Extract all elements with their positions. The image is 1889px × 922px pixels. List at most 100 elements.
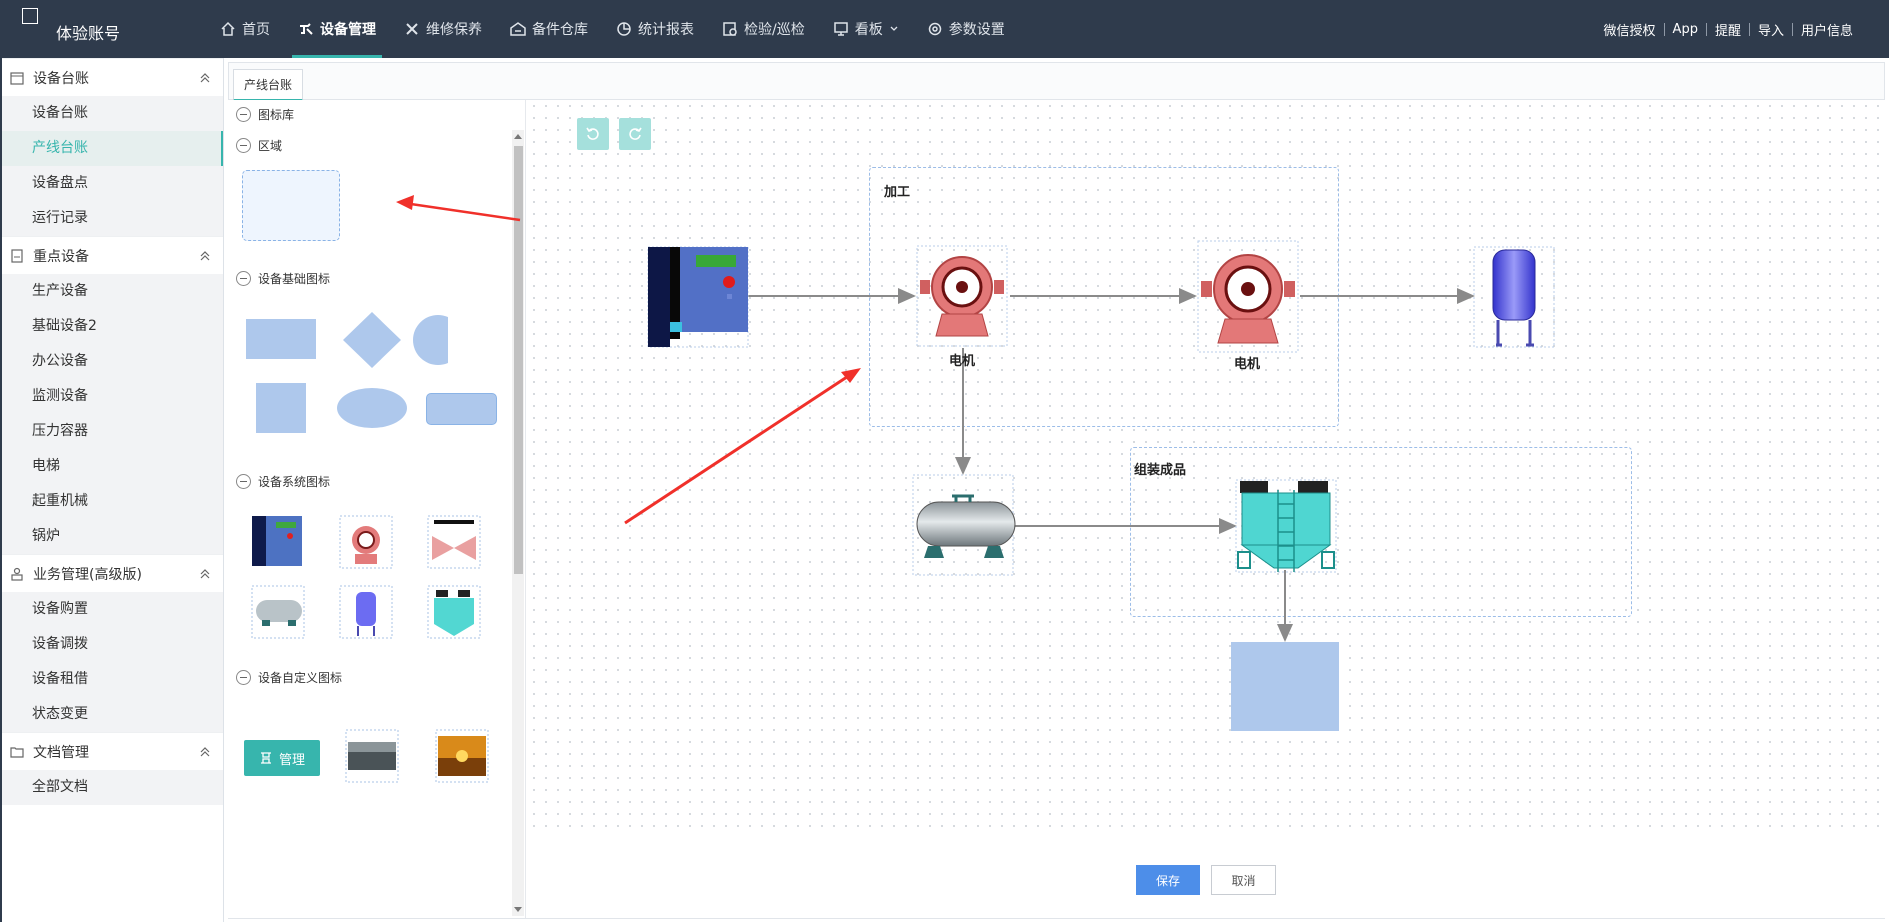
sidebar-item-lease[interactable]: 设备租借 — [2, 662, 223, 697]
tank-node[interactable] — [912, 474, 1016, 576]
palette-section-custom[interactable]: 设备自定义图标 — [236, 669, 342, 686]
sidebar-group-label: 设备台账 — [33, 70, 89, 87]
nav-board[interactable]: 看板 — [819, 0, 913, 58]
motor-node[interactable] — [1197, 240, 1299, 353]
manage-icon — [260, 752, 271, 764]
nav-reports[interactable]: 统计报表 — [602, 0, 708, 58]
divider — [1705, 22, 1707, 36]
sidebar-item-monitoring[interactable]: 监测设备 — [2, 379, 223, 414]
palette-section-system[interactable]: 设备系统图标 — [236, 473, 330, 490]
undo-button[interactable] — [577, 118, 609, 150]
reminder-link[interactable]: 提醒 — [1714, 23, 1741, 39]
sidebar-group-key-equipment[interactable]: 重点设备 — [2, 236, 223, 274]
stamp-icon — [11, 567, 23, 581]
palette-section-basic[interactable]: 设备基础图标 — [236, 270, 330, 287]
landscape-photo-thumb[interactable] — [345, 729, 399, 783]
sidebar-item-boiler[interactable]: 锅炉 — [2, 519, 223, 554]
divider — [1791, 22, 1793, 36]
ellipse-shape[interactable] — [337, 388, 407, 428]
collapse-icon — [236, 670, 251, 685]
sidebar-item-inventory[interactable]: 设备盘点 — [2, 166, 223, 201]
sidebar-item-purchase[interactable]: 设备购置 — [2, 592, 223, 627]
sidebar-item-elevator[interactable]: 电梯 — [2, 449, 223, 484]
system-icons — [251, 515, 481, 639]
nav-settings[interactable]: 参数设置 — [913, 0, 1019, 58]
cancel-button[interactable]: 取消 — [1211, 865, 1276, 895]
warehouse-icon — [510, 22, 526, 36]
app-link[interactable]: App — [1672, 21, 1698, 37]
region-assembly[interactable]: 组装成品 — [1130, 447, 1632, 617]
motor-pump-icon[interactable] — [339, 515, 393, 569]
sidebar-item-basic2[interactable]: 基础设备2 — [2, 309, 223, 344]
chevron-up-icon — [200, 73, 210, 83]
annotation-arrow-overlay — [396, 195, 521, 222]
save-button[interactable]: 保存 — [1136, 865, 1200, 895]
custom-images — [345, 729, 489, 783]
palette-section-library[interactable]: 图标库 — [236, 106, 294, 123]
sidebar-item-run-records[interactable]: 运行记录 — [2, 201, 223, 236]
sidebar-group-business[interactable]: 业务管理(高级版) — [2, 554, 223, 592]
sidebar-item-pressure[interactable]: 压力容器 — [2, 414, 223, 449]
divider — [1748, 22, 1750, 36]
diagram-canvas[interactable]: 加工 组装成品 — [528, 100, 1885, 830]
nav-home[interactable]: 首页 — [206, 0, 284, 58]
top-bar: 体验账号 首页 设备管理 维修保养 备件仓库 统计报表 检验/巡检 看板 — [0, 0, 1889, 58]
palette-scrollbar[interactable] — [512, 130, 524, 916]
sidebar-group-label: 业务管理(高级版) — [33, 566, 142, 583]
sidebar-item-line-ledger[interactable]: 产线台账 — [2, 131, 223, 166]
sidebar-item-office[interactable]: 办公设备 — [2, 344, 223, 379]
redo-button[interactable] — [619, 118, 651, 150]
vessel-node[interactable] — [1473, 246, 1555, 348]
sunset-photo-thumb[interactable] — [435, 729, 489, 783]
import-link[interactable]: 导入 — [1757, 23, 1784, 39]
control-cabinet-node[interactable] — [647, 246, 749, 348]
silo-node[interactable] — [1235, 479, 1337, 573]
chevron-up-icon — [200, 569, 210, 579]
nav-warehouse[interactable]: 备件仓库 — [496, 0, 602, 58]
circle-shape[interactable] — [413, 315, 448, 365]
manage-button[interactable]: 管理 — [244, 740, 320, 776]
scrollbar-thumb[interactable] — [514, 146, 523, 574]
silo-icon[interactable] — [427, 585, 481, 639]
palette-section-label: 设备自定义图标 — [258, 671, 343, 685]
sidebar-group-equipment-ledger[interactable]: 设备台账 — [2, 58, 223, 96]
manage-button-label: 管理 — [278, 752, 305, 768]
motor-node[interactable] — [916, 245, 1008, 347]
sidebar-item-status-change[interactable]: 状态变更 — [2, 697, 223, 732]
sidebar-item-all-documents[interactable]: 全部文档 — [2, 770, 223, 805]
vessel-icon[interactable] — [339, 585, 393, 639]
undo-icon — [586, 127, 599, 140]
calendar-icon — [10, 71, 24, 85]
square-shape[interactable] — [256, 383, 306, 433]
palette-section-label: 区域 — [258, 139, 283, 153]
sidebar-group-documents[interactable]: 文档管理 — [2, 732, 223, 770]
device-label: 电机 — [949, 354, 976, 369]
diamond-shape[interactable] — [343, 312, 401, 368]
valve-icon[interactable] — [427, 515, 481, 569]
sidebar-item-crane[interactable]: 起重机械 — [2, 484, 223, 519]
rectangle-shape[interactable] — [246, 319, 316, 359]
tab-line-ledger[interactable]: 产线台账 — [233, 69, 304, 101]
nav-label: 维修保养 — [426, 22, 482, 38]
tank-icon[interactable] — [251, 585, 305, 639]
sidebar-item-equipment-ledger[interactable]: 设备台账 — [2, 96, 223, 131]
nav-maintenance[interactable]: 维修保养 — [390, 0, 496, 58]
sidebar-item-transfer[interactable]: 设备调拨 — [2, 627, 223, 662]
nav-inspection[interactable]: 检验/巡检 — [708, 0, 819, 58]
rectangle-node[interactable] — [1231, 642, 1339, 731]
sidebar: 设备台账 设备台账 产线台账 设备盘点 运行记录 重点设备 生产设备 基础设备2… — [0, 58, 224, 922]
gear-icon — [928, 22, 941, 36]
nav-device-management[interactable]: 设备管理 — [284, 0, 390, 58]
icon-palette: 图标库 区域 设备基础图标 设备系统图标 — [228, 100, 526, 918]
sidebar-item-production[interactable]: 生产设备 — [2, 274, 223, 309]
wechat-auth-link[interactable]: 微信授权 — [1603, 23, 1656, 39]
region-shape-template[interactable] — [242, 170, 340, 241]
collapse-icon — [236, 474, 251, 489]
rounded-rect-shape[interactable] — [426, 393, 497, 425]
user-info-link[interactable]: 用户信息 — [1800, 23, 1853, 39]
control-cabinet-icon[interactable] — [252, 516, 302, 566]
wrench-icon — [406, 23, 418, 35]
palette-section-region[interactable]: 区域 — [236, 137, 282, 154]
divider — [1663, 22, 1665, 36]
nav-label: 首页 — [242, 22, 270, 38]
